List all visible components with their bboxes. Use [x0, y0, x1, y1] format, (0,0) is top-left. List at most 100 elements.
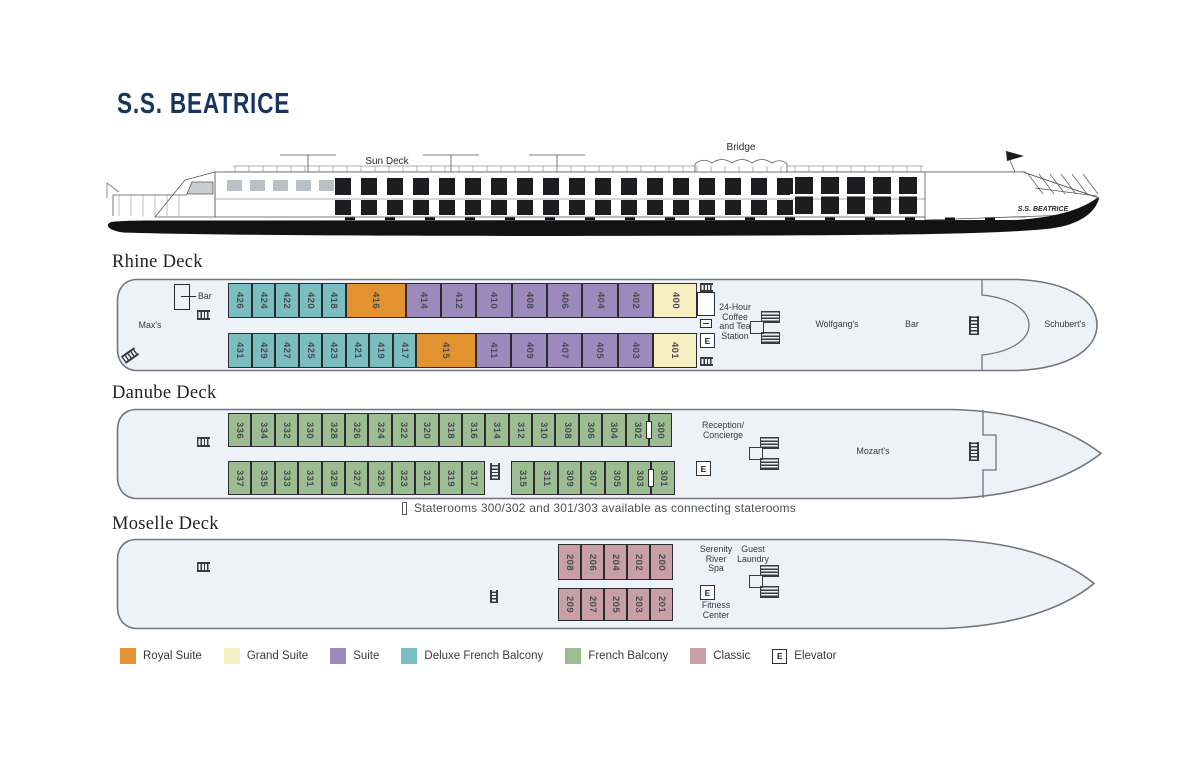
cabin-number: 201 [656, 595, 667, 614]
cabin-cell: 316 [461, 413, 486, 447]
cabin-number: 307 [587, 469, 599, 487]
cabin-number: 203 [633, 595, 644, 614]
cabin-number: 421 [351, 341, 363, 360]
cabin-number: 411 [488, 342, 500, 359]
cabin-cell: 431 [228, 333, 252, 368]
rhine-bar-left-label: Bar [198, 291, 212, 301]
cabin-cell: 319 [438, 461, 462, 495]
cabin-cell: 204 [604, 544, 627, 580]
stairs-icon [197, 310, 210, 320]
legend-item: Deluxe French Balcony [401, 648, 543, 664]
cabin-cell: 209 [558, 588, 581, 621]
stairs-icon [197, 562, 210, 572]
cabin-number: 202 [633, 553, 644, 571]
cabin-cell: 320 [415, 413, 439, 447]
umbrella-icons [280, 154, 585, 172]
moselle-aft-cabin-row: 209 207 205 203 201 [558, 588, 673, 621]
cabin-number: 333 [280, 469, 292, 487]
cabin-cell: 205 [604, 588, 627, 621]
cabin-cell: 420 [298, 283, 322, 318]
danube-forward-cabin-row: 336 334 332 330 328 326 324 [228, 413, 673, 447]
legend-label: Classic [713, 650, 751, 662]
cabin-number: 322 [397, 421, 409, 439]
cabin-cell: 425 [298, 333, 322, 368]
legend-item: Classic [690, 648, 750, 664]
cabin-number: 310 [538, 421, 550, 439]
legend-items: Royal Suite Grand Suite Suite Deluxe Fre… [120, 648, 750, 664]
cabin-number: 309 [563, 469, 575, 487]
coffee-station-marker [700, 319, 712, 328]
cabin-cell: 424 [251, 283, 275, 318]
legend-item: Royal Suite [120, 648, 202, 664]
deck-title-rhine: Rhine Deck [112, 252, 203, 272]
cabin-number: 336 [234, 421, 246, 439]
stairs-icon [490, 463, 500, 480]
cabin-cell: 326 [344, 413, 369, 447]
coffee-station-room [697, 292, 715, 316]
cabin-number: 409 [523, 341, 535, 360]
rhine-maxs-label: Max's [138, 320, 162, 330]
legend-item: Suite [330, 648, 379, 664]
rhine-wolfgangs-label: Wolfgang's [815, 319, 859, 329]
legend-label: Elevator [794, 650, 837, 662]
cabin-number: 300 [655, 421, 667, 439]
page-title: S.S. BEATRICE [117, 88, 291, 120]
cabin-cell: 202 [627, 544, 650, 580]
cabin-number: 328 [327, 421, 339, 439]
legend-swatch [120, 648, 136, 664]
cabin-cell: 201 [650, 588, 673, 621]
cabin-cell: 406 [547, 283, 583, 318]
cabin-cell: 301 [651, 461, 675, 495]
cabin-number: 402 [630, 291, 642, 310]
cabin-cell: 414 [405, 283, 441, 318]
cabin-cell: 335 [251, 461, 275, 495]
cabin-cell: 411 [476, 333, 512, 368]
elevator-badge: E [696, 461, 711, 476]
cabin-number: 306 [585, 421, 597, 439]
cabin-number: 415 [440, 341, 452, 360]
cabin-number: 405 [594, 341, 606, 360]
cabin-cell: 407 [546, 333, 583, 368]
cabin-cell: 410 [476, 283, 512, 318]
spa-label: Serenity River Spa [699, 544, 733, 574]
cabin-cell: 328 [321, 413, 345, 447]
cabin-cell: 337 [228, 461, 252, 495]
legend-swatch [690, 648, 707, 664]
rhine-forward-cabin-row: 426 424 422 420 418 416 414 [228, 283, 698, 318]
cabin-number: 325 [374, 469, 386, 487]
cabin-cell: 323 [391, 461, 416, 495]
cabin-cell: 426 [228, 283, 252, 318]
cabin-cell: 403 [617, 333, 653, 368]
deck-outline-moselle [116, 538, 1096, 630]
cabin-cell: 416 [345, 283, 406, 318]
cabin-cell: 332 [274, 413, 299, 447]
cabin-number: 304 [608, 421, 620, 439]
legend-swatch [565, 648, 582, 664]
legend-label: Royal Suite [143, 650, 202, 662]
cabin-number: 401 [669, 341, 681, 360]
deck-title-moselle: Moselle Deck [112, 514, 219, 534]
cabin-cell: 427 [275, 333, 299, 368]
rhine-aft-cabin-row: 431 429 427 425 423 421 419 [228, 333, 697, 368]
cabin-cell: 305 [604, 461, 628, 495]
cabin-cell: 330 [298, 413, 322, 447]
cabin-number: 425 [304, 341, 316, 360]
cabin-number: 408 [523, 291, 535, 310]
cabin-cell: 415 [416, 333, 476, 368]
cabin-cell: 318 [438, 413, 462, 447]
cabin-number: 329 [327, 469, 339, 487]
ship-detail-lines [118, 166, 1099, 216]
cabin-number: 209 [564, 595, 575, 614]
cabin-cell: 206 [581, 544, 604, 580]
note-text: Staterooms 300/302 and 301/303 available… [414, 501, 796, 515]
connecting-door-icon [646, 421, 652, 439]
reception-label: Reception/ Concierge [701, 420, 745, 440]
cabin-number: 423 [328, 341, 340, 360]
cabin-number: 324 [374, 421, 386, 439]
bridge-label: Bridge [727, 142, 756, 153]
cabin-cell: 333 [274, 461, 299, 495]
cabin-number: 404 [594, 291, 606, 310]
cabin-number: 427 [281, 341, 293, 360]
cabin-number: 407 [558, 341, 570, 360]
cabin-number: 330 [304, 421, 316, 439]
